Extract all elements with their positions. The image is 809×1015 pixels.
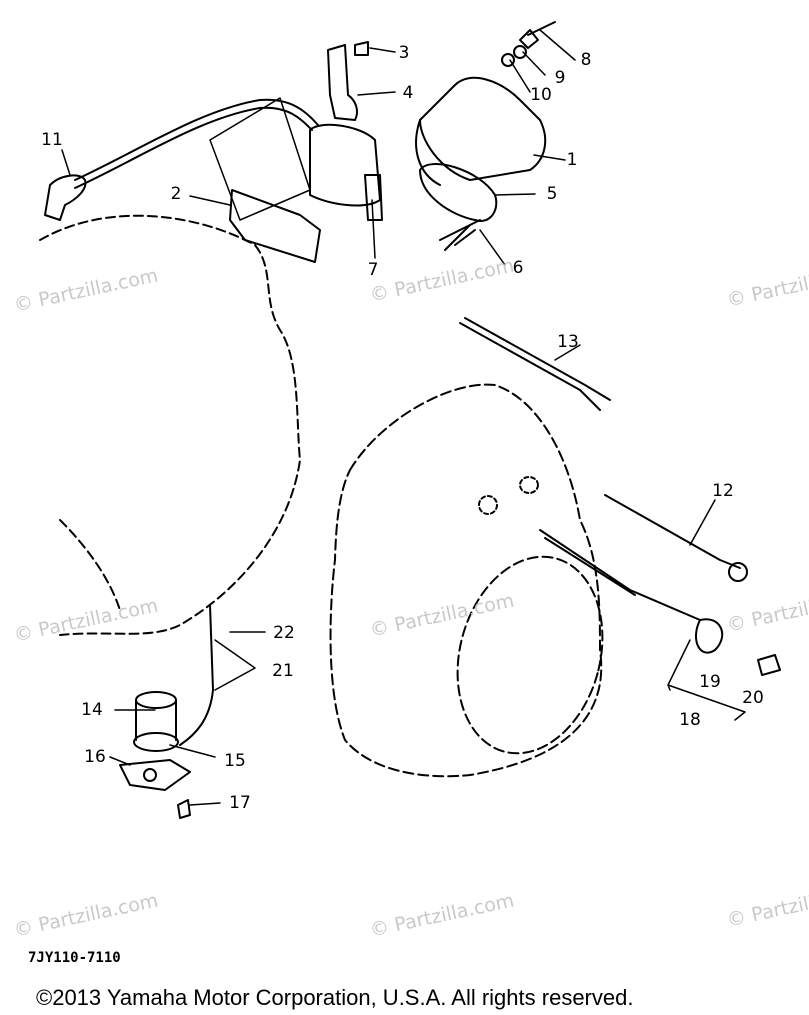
- spark-plug-lead: [74, 98, 319, 181]
- engine-outline: [39, 214, 301, 636]
- coil-assembly-part: [309, 123, 383, 221]
- callout-21: 21: [272, 661, 294, 681]
- thermo-switch-14: [133, 691, 179, 752]
- callout-1: 1: [566, 150, 578, 170]
- spark-plug-cap: [44, 174, 87, 221]
- callout-7: 7: [367, 260, 379, 280]
- nut-10: [501, 53, 515, 67]
- clamp-part: [327, 44, 358, 121]
- lead-wire-18: [539, 529, 701, 621]
- bolt-8: [519, 21, 556, 49]
- plate-16: [119, 759, 191, 791]
- callout-3: 3: [398, 43, 410, 63]
- screw-3: [354, 41, 369, 56]
- callout-22: 22: [273, 623, 295, 643]
- flywheel-opening: [456, 555, 604, 755]
- bolt-17: [177, 799, 191, 819]
- callout-18: 18: [679, 710, 701, 730]
- lead-21: [179, 604, 214, 746]
- callout-4: 4: [402, 83, 414, 103]
- cover-hole-b: [519, 476, 539, 494]
- callout-15: 15: [224, 751, 246, 771]
- leaders: [61, 29, 746, 806]
- diagram-code: 7JY110-7110: [28, 950, 121, 966]
- engine-inner-outline: [59, 519, 121, 611]
- ignition-coil-part: [415, 76, 547, 186]
- callout-8: 8: [580, 50, 592, 70]
- lead-wires-part: [439, 219, 481, 251]
- cover-hole-a: [478, 495, 498, 515]
- copyright-notice: ©2013 Yamaha Motor Corporation, U.S.A. A…: [36, 985, 634, 1010]
- cap-20: [757, 654, 781, 676]
- condenser-part: [419, 163, 498, 222]
- harness-13: [459, 317, 611, 411]
- callout-2: 2: [170, 184, 182, 204]
- callout-17: 17: [229, 793, 251, 813]
- flywheel-cover-outline: [329, 383, 603, 778]
- grommet-19: [695, 618, 724, 654]
- callout-12: 12: [712, 481, 734, 501]
- dashed-ref-box: [209, 97, 311, 221]
- callout-6: 6: [512, 258, 524, 278]
- callout-11: 11: [41, 130, 63, 150]
- stop-switch-cap: [728, 562, 748, 582]
- callout-5: 5: [546, 184, 558, 204]
- callout-19: 19: [699, 672, 721, 692]
- callout-16: 16: [84, 747, 106, 767]
- callout-14: 14: [81, 700, 103, 720]
- stop-switch-lead: [604, 494, 741, 569]
- callout-10: 10: [530, 85, 552, 105]
- spark-plug-lead-2: [74, 106, 313, 189]
- washer-9: [513, 45, 527, 59]
- mounting-base-part: [229, 189, 321, 263]
- callout-20: 20: [742, 688, 764, 708]
- callout-13: 13: [557, 332, 579, 352]
- callout-9: 9: [554, 68, 566, 88]
